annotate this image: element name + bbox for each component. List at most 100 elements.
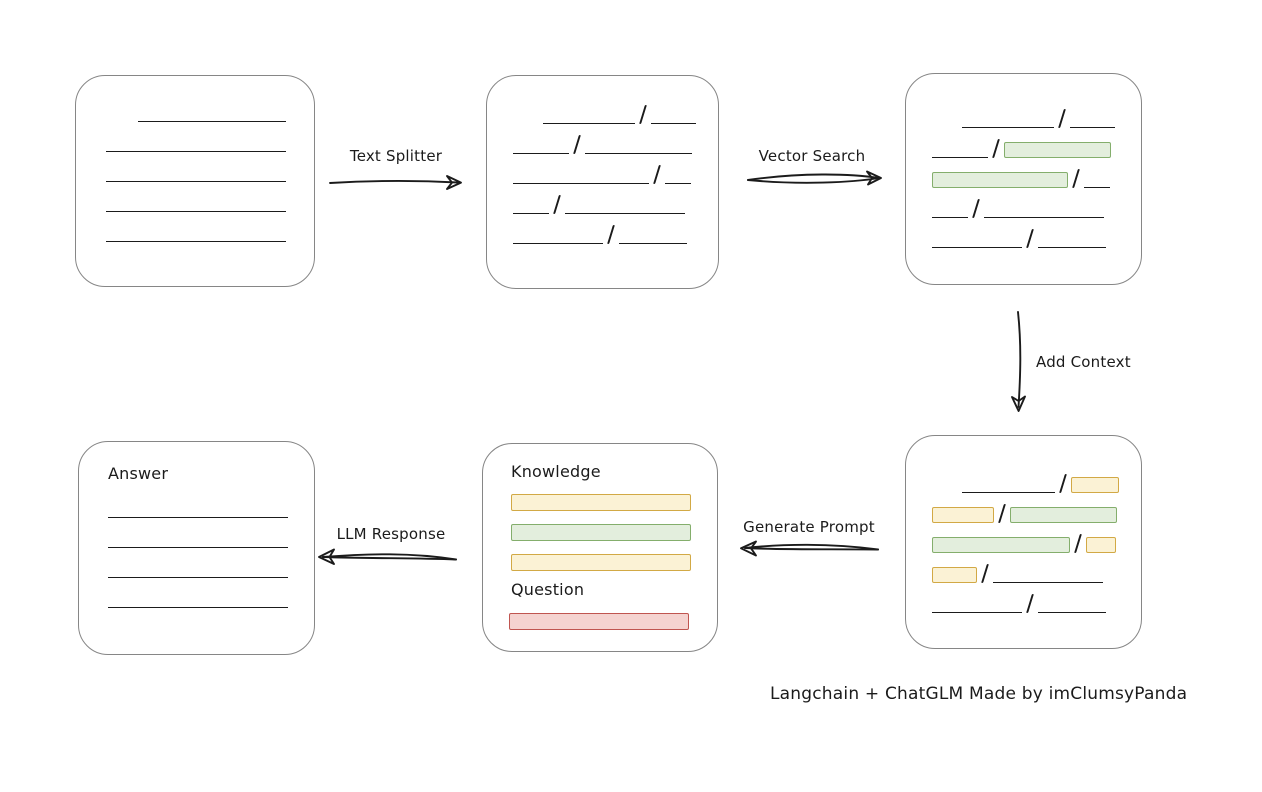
text-line-row (106, 122, 286, 152)
text-line (962, 127, 1054, 128)
text-line (932, 247, 1022, 248)
green-bar (511, 524, 691, 541)
question-bars (509, 613, 689, 630)
text-line-row (106, 152, 286, 182)
highlight-chip-green (1010, 507, 1117, 523)
text-splitter-arrow (329, 175, 462, 190)
highlight-chip-green (932, 172, 1068, 188)
text-line (932, 217, 968, 218)
highlight-chip-yellow (932, 567, 977, 583)
text-line-row (106, 92, 286, 122)
text-line (585, 153, 692, 154)
yellow-bar (511, 494, 691, 511)
text-line (619, 243, 687, 244)
text-line (665, 183, 691, 184)
split-text-rows (513, 94, 696, 244)
text-line (106, 181, 286, 182)
text-line (513, 153, 569, 154)
slash-separator (998, 504, 1006, 523)
chunk-row (513, 154, 696, 184)
text-line (543, 123, 635, 124)
text-line (513, 213, 549, 214)
chunk-row (932, 188, 1115, 218)
chunk-row (932, 158, 1115, 188)
text-line (565, 213, 685, 214)
add-context-label: Add Context (1036, 353, 1131, 371)
text-line-row (106, 182, 286, 212)
vector-match-node (905, 73, 1142, 285)
slash-separator (1026, 594, 1034, 613)
chunk-row (932, 583, 1119, 613)
text-line-row (108, 518, 288, 548)
chunk-row (932, 553, 1119, 583)
text-line (993, 582, 1103, 583)
text-line (106, 151, 286, 152)
text-line (138, 121, 286, 122)
chunk-row (932, 463, 1119, 493)
document-node (75, 75, 315, 287)
answer-label: Answer (108, 464, 169, 483)
text-line (108, 547, 288, 548)
chunk-row (932, 98, 1115, 128)
chunk-row (513, 124, 696, 154)
yellow-bar (511, 554, 691, 571)
text-line (984, 217, 1104, 218)
text-line (513, 243, 603, 244)
text-line-row (108, 578, 288, 608)
generate-prompt-arrow (740, 540, 879, 557)
highlight-chip-yellow (932, 507, 994, 523)
chunk-row (932, 523, 1119, 553)
knowledge-label: Knowledge (511, 462, 601, 481)
vector-search-arrow (747, 170, 882, 186)
question-label: Question (511, 580, 585, 599)
text-line-row (108, 488, 288, 518)
text-line (1038, 612, 1106, 613)
chunk-row (932, 128, 1115, 158)
slash-separator (639, 105, 647, 124)
slash-separator (1074, 534, 1082, 553)
text-line (1084, 187, 1110, 188)
chunk-row (513, 214, 696, 244)
llm-response-arrow (318, 548, 457, 565)
vector-match-rows (932, 98, 1115, 248)
slash-separator (1059, 474, 1067, 493)
split-text-node (486, 75, 719, 289)
chunk-row (932, 493, 1119, 523)
slash-separator (1058, 109, 1066, 128)
slash-separator (653, 165, 661, 184)
answer-node: Answer (78, 441, 315, 655)
context-node (905, 435, 1142, 649)
slash-separator (972, 199, 980, 218)
slash-separator (573, 135, 581, 154)
text-line (932, 612, 1022, 613)
text-line (1070, 127, 1115, 128)
slash-separator (1026, 229, 1034, 248)
slash-separator (607, 225, 615, 244)
chunk-row (932, 218, 1115, 248)
slash-separator (981, 564, 989, 583)
text-line (108, 517, 288, 518)
prompt-node: Knowledge Question (482, 443, 718, 652)
text-line-row (106, 212, 286, 242)
slash-separator (992, 139, 1000, 158)
generate-prompt-label: Generate Prompt (743, 518, 875, 536)
llm-response-label: LLM Response (336, 525, 446, 543)
text-line (106, 211, 286, 212)
knowledge-bars (511, 494, 691, 571)
highlight-chip-green (1004, 142, 1111, 158)
vector-search-label: Vector Search (758, 147, 866, 165)
text-line (106, 241, 286, 242)
add-context-arrow (1011, 311, 1026, 412)
slash-separator (553, 195, 561, 214)
text-splitter-label: Text Splitter (349, 147, 443, 165)
text-line (108, 577, 288, 578)
diagram-caption: Langchain + ChatGLM Made by imClumsyPand… (770, 684, 1188, 704)
highlight-chip-yellow (1086, 537, 1116, 553)
text-line (932, 157, 988, 158)
chunk-row (513, 184, 696, 214)
slash-separator (1072, 169, 1080, 188)
chunk-row (513, 94, 696, 124)
document-text-lines (106, 92, 286, 242)
highlight-chip-green (932, 537, 1070, 553)
